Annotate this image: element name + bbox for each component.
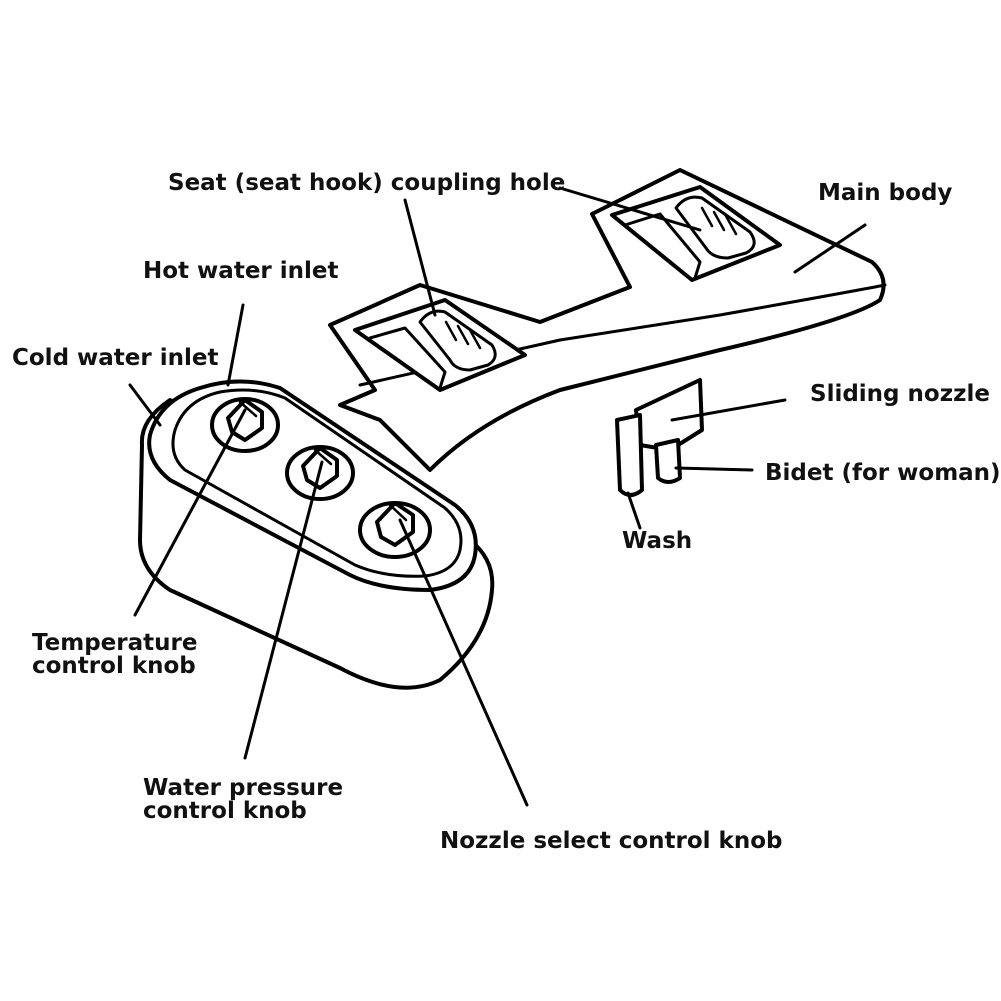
leader-temperature (133, 408, 247, 617)
label-main-body: Main body (818, 180, 953, 206)
leader-hot-water (226, 303, 245, 387)
leader-nozzle-select (398, 518, 529, 807)
label-wash: Wash (622, 528, 693, 554)
wash-nozzle (615, 413, 644, 497)
coupling-ribs-left (444, 320, 482, 350)
leader-cold-water (128, 383, 162, 427)
label-pressure-line-1: Water pressure (143, 775, 344, 801)
label-temperature-knob: Temperature control knob (32, 632, 197, 677)
label-pressure-knob: Water pressure control knob (143, 777, 343, 822)
leader-seat-hook-right (558, 186, 702, 232)
label-temperature-line-2: control knob (32, 652, 196, 679)
label-cold-water-inlet: Cold water inlet (12, 345, 219, 371)
main-body-edge (358, 283, 887, 387)
leader-bidet (674, 466, 754, 472)
leader-main-body (793, 223, 867, 274)
coupling-slot-left (368, 326, 447, 390)
label-sliding-nozzle: Sliding nozzle (810, 381, 990, 407)
leader-seat-hook-left (403, 198, 437, 317)
coupling-ribs-right (700, 206, 738, 236)
bidet-nozzle (654, 438, 682, 484)
control-panel-inset (171, 388, 463, 578)
coupling-slot-right (623, 212, 702, 280)
label-hot-water-inlet: Hot water inlet (143, 258, 339, 284)
leader-sliding-nozzle (670, 398, 787, 422)
temperature-knob (210, 397, 280, 453)
coupling-tab-right (674, 195, 756, 260)
leader-pressure (243, 460, 324, 760)
label-seat-hook-hole: Seat (seat hook) coupling hole (168, 170, 566, 196)
label-temperature-line-1: Temperature (32, 630, 198, 656)
label-bidet: Bidet (for woman) (765, 460, 1001, 486)
label-pressure-line-2: control knob (143, 797, 307, 824)
nozzle-select-knob (358, 501, 432, 559)
label-nozzle-select-knob: Nozzle select control knob (440, 828, 783, 854)
leader-wash (626, 491, 642, 530)
